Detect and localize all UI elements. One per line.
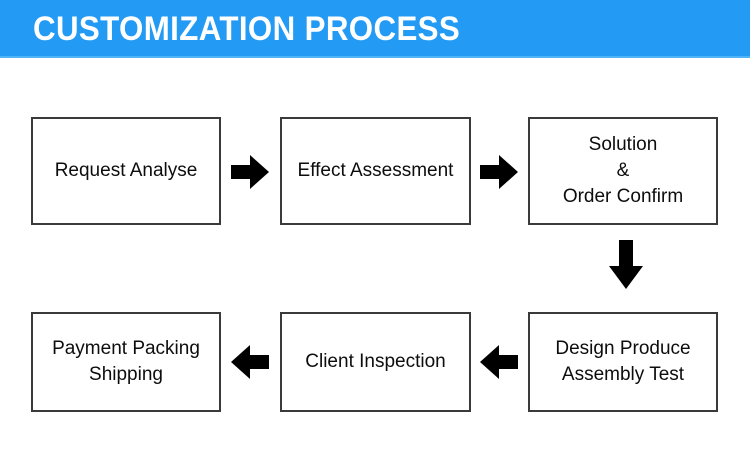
process-step-label: Effect Assessment [297,160,454,181]
process-step-label: Payment Packing Shipping [52,338,200,385]
arrow-right-icon-request-to-effect [231,154,269,190]
process-step-solution-order-confirm: Solution & Order Confirm [528,117,718,225]
process-step-effect-assessment: Effect Assessment [280,117,471,225]
page-title: CUSTOMIZATION PROCESS [33,10,461,48]
process-step-design-produce-assembly-test: Design Produce Assembly Test [528,312,718,412]
arrow-left-icon-client-to-payment [231,344,269,380]
process-step-payment-packing-shipping: Payment Packing Shipping [31,312,221,412]
process-step-label: Solution & Order Confirm [562,134,684,207]
arrow-right-icon-effect-to-solution [480,154,518,190]
process-step-client-inspection: Client Inspection [280,312,471,412]
process-step-request-analyse: Request Analyse [31,117,221,225]
process-step-label: Design Produce Assembly Test [555,338,691,385]
arrow-left-icon-design-to-client [480,344,518,380]
arrow-down-icon-solution-to-design [608,240,644,290]
header-bar: CUSTOMIZATION PROCESS [0,0,750,58]
process-step-label: Request Analyse [54,160,198,181]
process-step-label: Client Inspection [305,351,446,372]
